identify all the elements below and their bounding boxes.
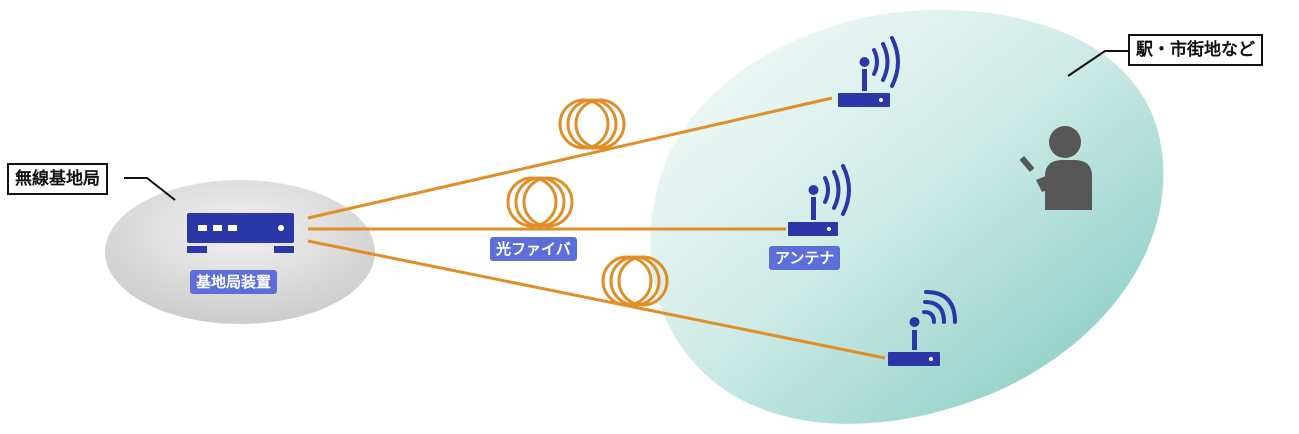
person-with-phone-icon [1019, 126, 1092, 210]
base-station-callout: 無線基地局 [7, 163, 108, 195]
base-station-device-icon [187, 213, 294, 253]
optical-fiber-label: 光ファイバ [490, 237, 577, 261]
antenna-icon [838, 36, 900, 107]
fiber-line-bottom [307, 239, 886, 360]
base-station-leader-line [124, 177, 176, 201]
antenna-label: アンテナ [769, 246, 841, 270]
antenna-icon [888, 290, 957, 366]
coverage-area [650, 9, 1164, 424]
antenna-icon [788, 164, 851, 236]
station-area-leader-line [1067, 50, 1128, 77]
fiber-line-top [307, 96, 833, 220]
fiber-coil-icon [506, 176, 574, 228]
fiber-coil-icon [558, 98, 626, 150]
base-station-equipment-label: 基地局装置 [190, 270, 278, 294]
station-area-callout: 駅・市街地など [1128, 34, 1263, 66]
base-station-area [105, 180, 375, 324]
fiber-coil-icon [601, 255, 669, 307]
